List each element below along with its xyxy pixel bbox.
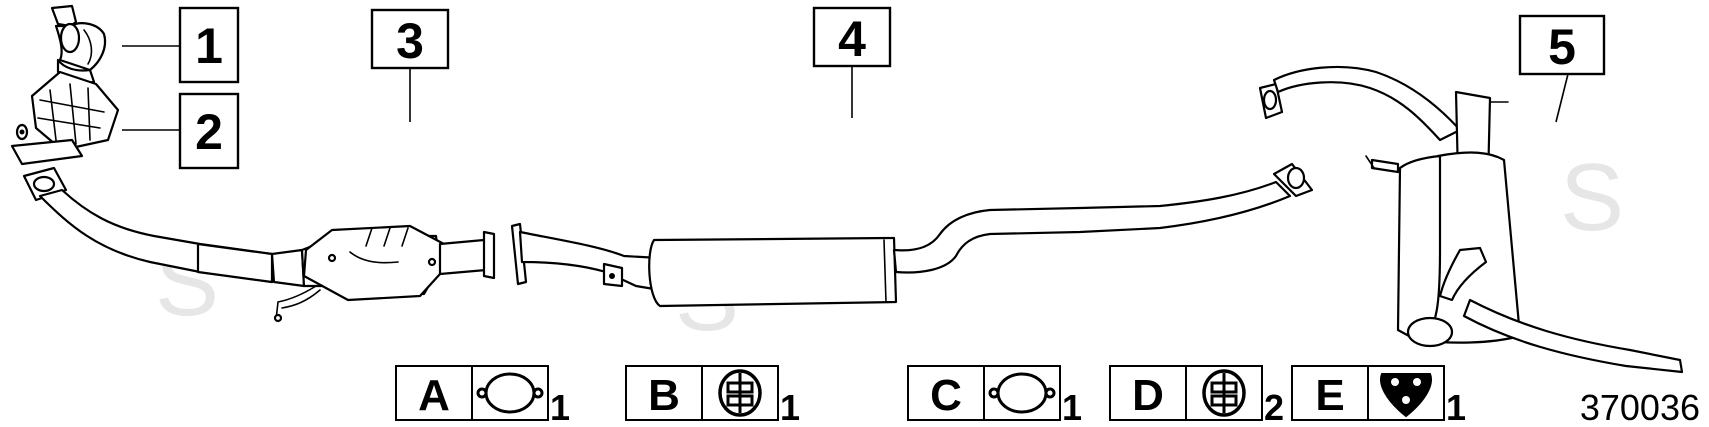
legend-item-b[interactable]: B 1 [625,365,800,427]
gasket-round-icon [476,372,544,414]
legend-quantity: 2 [1264,387,1284,427]
legend-item-e[interactable]: E 1 [1291,365,1466,427]
callout-5[interactable]: 5 [1518,14,1606,76]
legend-letter: B [648,371,680,420]
legend-letter: A [418,371,450,420]
legend-quantity: 1 [550,387,570,427]
callout-label: 2 [195,104,223,160]
legend-item-a[interactable]: A 1 [395,365,570,427]
rubber-hanger-icon [1202,369,1246,417]
legend-quantity: 1 [1446,387,1466,427]
leader-lines [122,45,1569,131]
callout-1[interactable]: 1 [178,6,240,84]
legend-quantity: 1 [1062,387,1082,427]
legend-letter: D [1132,371,1164,420]
watermark-s: S [1560,144,1624,251]
rubber-hanger-icon [718,369,762,417]
callout-3[interactable]: 3 [370,8,450,70]
legend-letter: E [1315,371,1344,420]
legend-letter: C [930,371,962,420]
part-rear-silencer[interactable] [1258,65,1684,374]
callout-label: 3 [396,13,424,69]
rubber-mount-icon [1380,373,1432,418]
callout-label: 1 [195,18,223,74]
callout-label: 5 [1548,19,1576,75]
legend-item-d[interactable]: D 2 [1109,365,1284,427]
part-front-pipe-catalyst[interactable] [22,166,496,323]
callout-4[interactable]: 4 [812,6,892,68]
legend-item-c[interactable]: C 1 [907,365,1082,427]
part-front-catalytic-converter[interactable] [10,70,120,166]
part-exhaust-manifold[interactable] [50,4,107,84]
gasket-round-icon [988,372,1056,414]
reference-code: 370036 [1580,387,1700,427]
legend-quantity: 1 [780,387,800,427]
callout-label: 4 [838,11,866,67]
callout-2[interactable]: 2 [178,92,240,170]
part-centre-silencer[interactable] [510,162,1314,308]
